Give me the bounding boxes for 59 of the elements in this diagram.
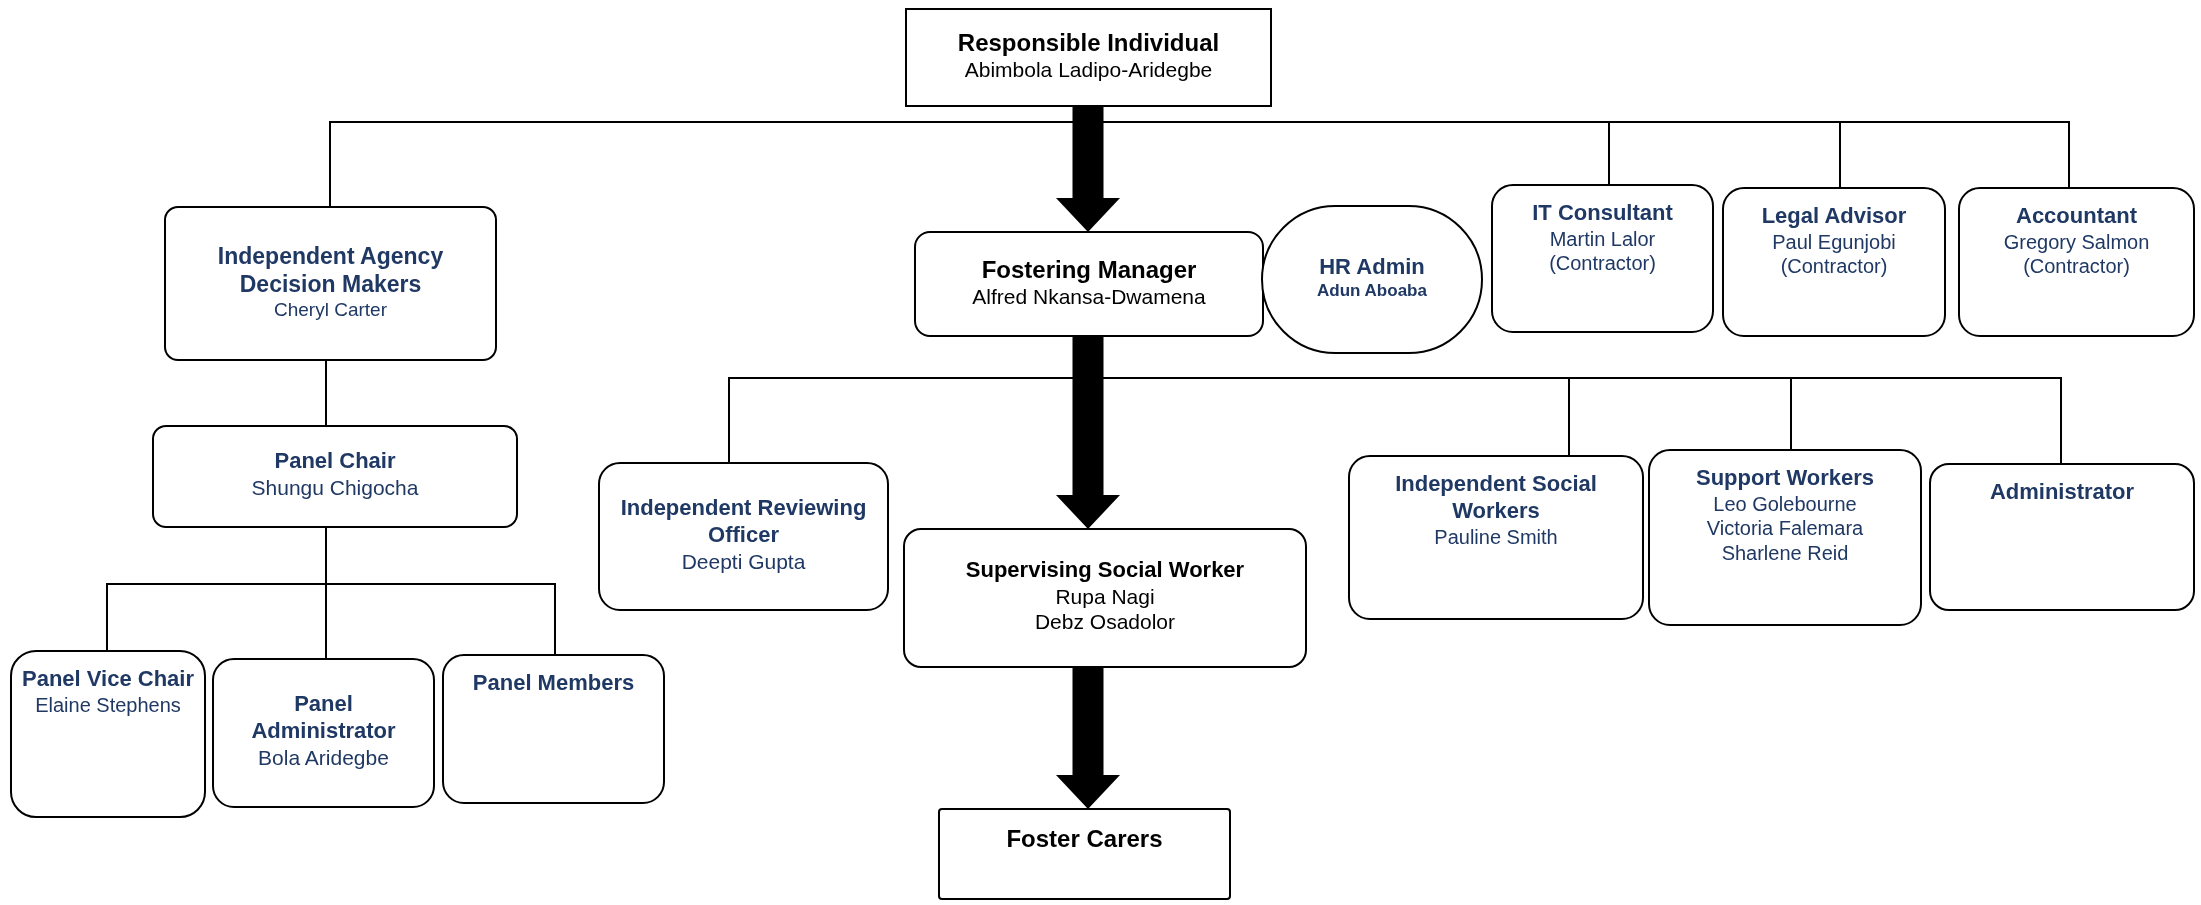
role-title: Supervising Social Worker (965, 556, 1245, 584)
person-name: Victoria Falemara (1706, 516, 1864, 541)
person-name: Shungu Chigocha (251, 475, 419, 501)
person-name: Sharlene Reid (1721, 540, 1849, 565)
role-box (905, 8, 1272, 107)
role-box (914, 231, 1264, 337)
role-title: Legal Advisor (1761, 203, 1907, 230)
role-title: Independent Reviewing Officer (619, 494, 868, 549)
role-box (442, 654, 665, 804)
person-name: Adun Aboaba (1317, 280, 1427, 302)
role-box (164, 206, 497, 361)
person-name: Elaine Stephens (35, 692, 181, 718)
person-name: Pauline Smith (1434, 524, 1558, 550)
thick-arrow (1056, 668, 1120, 809)
person-name: Bola Aridegbe (258, 745, 389, 771)
role-box (10, 650, 206, 818)
person-name: (Contractor) (1780, 254, 1888, 279)
role-title: Panel Members (472, 670, 635, 697)
role-box (1958, 187, 2195, 337)
role-box (598, 462, 889, 611)
role-box (152, 425, 518, 528)
role-box (1491, 184, 1714, 333)
role-title: Independent Social Workers (1394, 471, 1598, 525)
connector-line (325, 360, 327, 426)
role-title: Independent Agency Decision Makers (216, 241, 445, 298)
role-title: Responsible Individual (957, 28, 1220, 58)
role-title: IT Consultant (1532, 200, 1673, 227)
role-title: Panel Administrator (250, 691, 397, 745)
person-name: Rupa Nagi (1055, 583, 1155, 610)
person-name: (Contractor) (2023, 254, 2130, 279)
role-box (1722, 187, 1946, 337)
thick-arrow (1056, 107, 1120, 232)
role-title: Foster Carers (1006, 824, 1163, 854)
role-box (1348, 455, 1644, 620)
connector-line (325, 527, 556, 655)
person-name: Abimbola Ladipo-Aridegbe (964, 57, 1213, 83)
role-title: Accountant (2016, 203, 2137, 230)
person-name: Gregory Salmon (2003, 229, 2150, 255)
role-box (938, 808, 1231, 900)
role-box (1648, 449, 1922, 626)
thick-arrow (1056, 337, 1120, 529)
role-title: Administrator (1989, 479, 2135, 506)
oval-role-box (1261, 205, 1483, 354)
person-name: Debz Osadolor (1034, 609, 1176, 635)
role-box (903, 528, 1307, 668)
role-box (1929, 463, 2195, 611)
role-title: HR Admin (1319, 253, 1425, 281)
person-name: Leo Golebourne (1713, 491, 1857, 517)
person-name: Paul Egunjobi (1772, 229, 1896, 255)
role-box (212, 658, 435, 808)
person-name: Alfred Nkansa-Dwamena (972, 283, 1206, 310)
role-title: Panel Chair (274, 448, 396, 476)
person-name: Cheryl Carter (274, 297, 387, 322)
role-title: Support Workers (1695, 465, 1875, 492)
person-name: Deepti Gupta (681, 548, 806, 575)
person-name: Martin Lalor (1549, 226, 1656, 252)
role-title: Fostering Manager (981, 254, 1197, 284)
role-title: Panel Vice Chair (22, 666, 194, 693)
person-name: (Contractor) (1549, 251, 1656, 276)
